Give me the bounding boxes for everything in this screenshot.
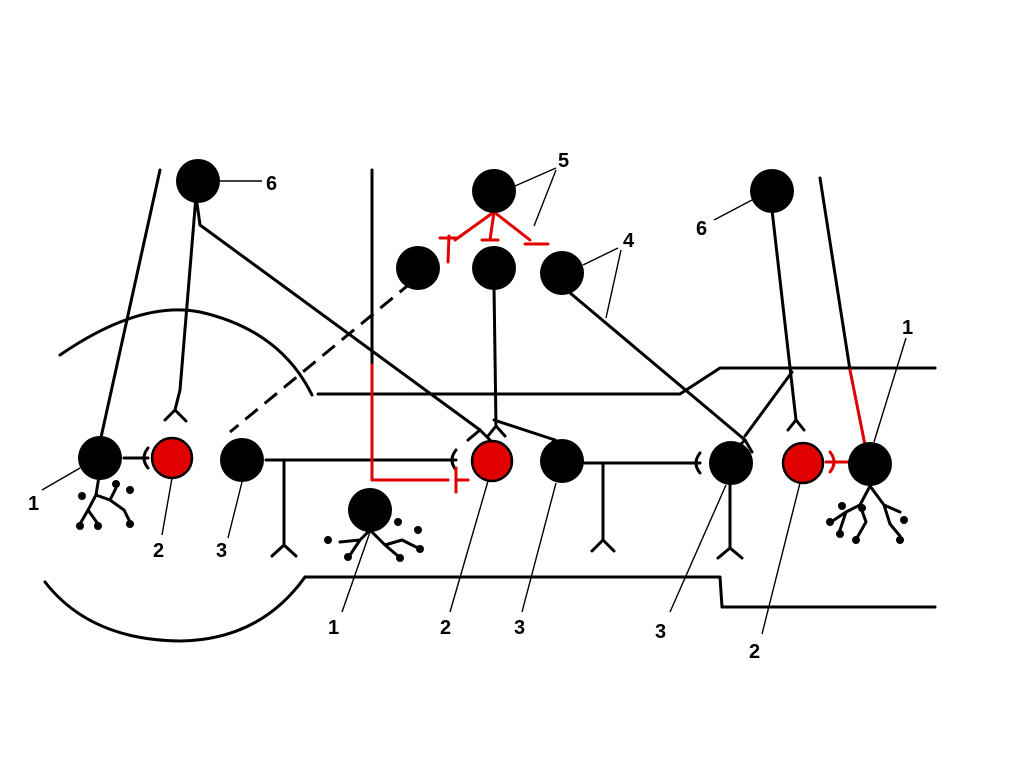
neuron-2-mid [472,441,512,481]
neuron-2-left [152,438,192,478]
afferent-fibers [100,170,866,450]
neuron-4-mid [472,246,516,290]
label-2-right: 2 [749,641,760,663]
label-2-mid: 2 [440,617,451,639]
label-5: 5 [558,150,569,172]
dendrite-right [826,486,908,544]
neuron-3-right [709,441,753,485]
neuron-1-left [78,436,122,480]
cell6-left-fibers [165,196,490,440]
neuron-2-right [783,443,823,483]
label-1-right: 1 [902,317,913,339]
label-1-mid: 1 [328,617,339,639]
neuron-5 [472,169,516,213]
label-1-left: 1 [28,493,39,515]
label-2-left: 2 [153,540,164,562]
label-3-left: 3 [216,540,227,562]
neuron-4-right [540,251,584,295]
label-6-left: 6 [266,173,277,195]
neuron-1-mid [348,488,392,532]
label-3-right: 3 [655,621,666,643]
labels: 6 5 4 6 1 1 2 3 1 2 3 3 2 [28,150,913,663]
neuron-6-left [176,159,220,203]
label-6-right: 6 [696,218,707,240]
neuron-4-left [396,246,440,290]
neuron-1-right [848,442,892,486]
neuron-3-mid [540,439,584,483]
cell6-right-fibers [745,210,804,436]
neuron-6-right [750,169,794,213]
label-3-mid: 3 [514,617,525,639]
label-4: 4 [623,230,635,252]
neuron-3-left [220,438,264,482]
